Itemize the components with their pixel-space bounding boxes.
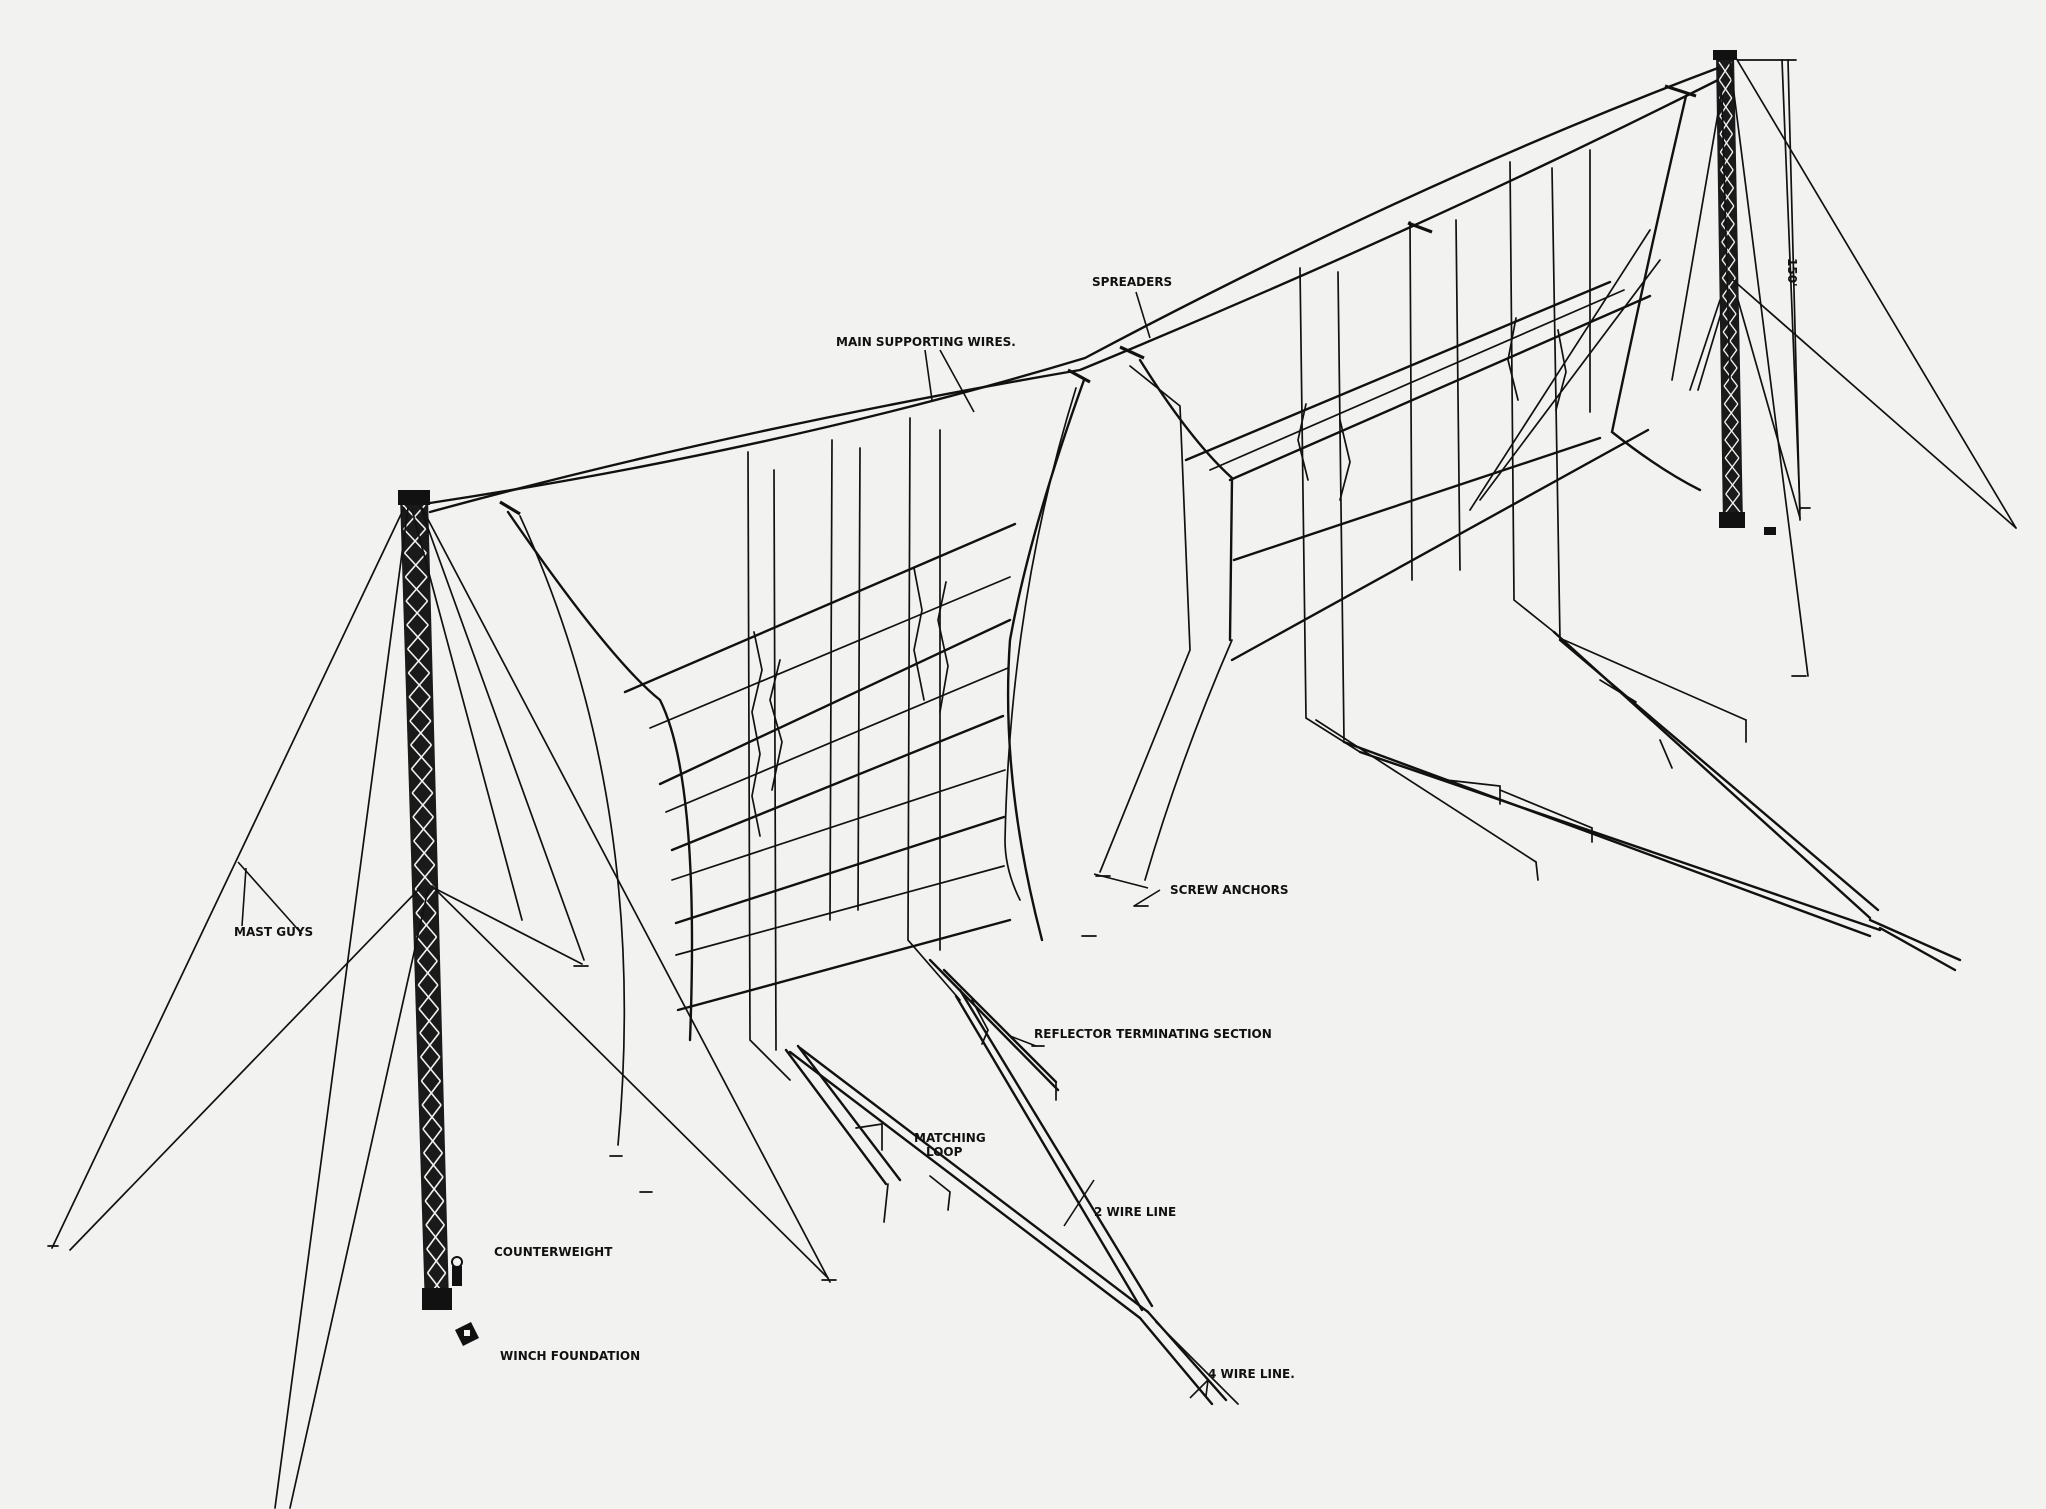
label-spreaders: SPREADERS bbox=[1092, 275, 1172, 289]
label-matching-loop-line1: MATCHING bbox=[914, 1131, 986, 1145]
label-matching-loop-line2: LOOP bbox=[926, 1145, 963, 1159]
label-four-wire-line: 4 WIRE LINE. bbox=[1208, 1367, 1295, 1381]
right-mast bbox=[1713, 50, 1745, 528]
left-curtain bbox=[499, 368, 1091, 1146]
right-curtain bbox=[1099, 84, 1702, 881]
height-dimension bbox=[1781, 59, 1801, 521]
counterweight-icon bbox=[451, 1256, 463, 1286]
label-two-wire-line: 2 WIRE LINE bbox=[1094, 1205, 1176, 1219]
label-mast-guys: MAST GUYS bbox=[234, 925, 313, 939]
right-winch-icon bbox=[1764, 527, 1776, 535]
screw-anchors bbox=[47, 507, 1811, 1281]
transmission-lines bbox=[784, 630, 1962, 1406]
winch-foundation-icon bbox=[455, 1322, 479, 1346]
main-supporting-wires bbox=[428, 66, 1720, 514]
label-height-dimension: 150' bbox=[1785, 258, 1799, 287]
labels: MAIN SUPPORTING WIRES. SPREADERS MAST GU… bbox=[234, 258, 1799, 1381]
leader-lines bbox=[237, 291, 1209, 1399]
label-counterweight: COUNTERWEIGHT bbox=[494, 1245, 613, 1259]
label-main-supporting-wires: MAIN SUPPORTING WIRES. bbox=[836, 335, 1016, 349]
label-reflector-terminating-section: REFLECTOR TERMINATING SECTION bbox=[1034, 1027, 1272, 1041]
label-screw-anchors: SCREW ANCHORS bbox=[1170, 883, 1289, 897]
label-winch-foundation: WINCH FOUNDATION bbox=[500, 1349, 640, 1363]
